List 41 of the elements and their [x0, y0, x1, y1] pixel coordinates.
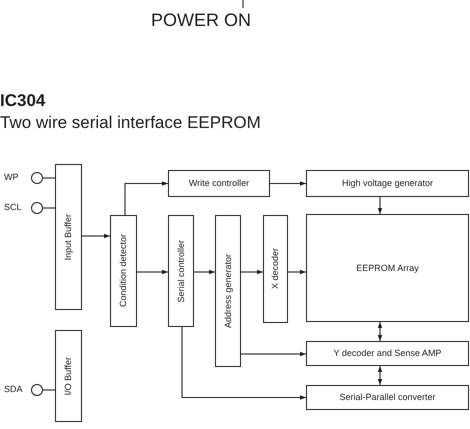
block-label: X decoder	[271, 248, 280, 290]
arrow	[288, 270, 306, 274]
pin-label: SCL	[4, 203, 22, 212]
subtitle: Two wire serial interface EEPROM	[0, 114, 261, 131]
block-label: Serial controller	[176, 240, 186, 302]
block-label: Y decoder and Sense AMP	[334, 349, 442, 358]
block-label: Address generator	[224, 254, 232, 328]
arrow	[136, 270, 168, 274]
arrow	[378, 322, 382, 342]
diagram-title: IC304	[0, 92, 46, 109]
arrow	[378, 366, 382, 386]
block-label: High voltage generator	[342, 179, 434, 188]
block-box	[55, 164, 82, 310]
signal-label: POWER ON	[150, 11, 251, 29]
block-box	[263, 215, 288, 323]
block-box	[110, 215, 137, 327]
block-box	[306, 385, 469, 410]
pin-label: WP	[4, 173, 18, 182]
connector-line	[242, 0, 244, 8]
block-label: Input Buffer	[64, 214, 73, 260]
arrow	[240, 270, 264, 274]
arrow	[270, 181, 306, 186]
arrow	[82, 234, 110, 238]
block-box	[168, 170, 270, 197]
block-label: Condition detector	[119, 234, 128, 308]
block-label: EEPROM Array	[356, 264, 419, 272]
block-label: I/O Buffer	[64, 356, 73, 396]
block-label: Serial-Parallel converter	[339, 393, 436, 402]
arrow	[194, 270, 216, 274]
arrow	[378, 196, 382, 214]
block-label: Write controller	[188, 179, 250, 188]
block-box	[55, 330, 82, 422]
block-box	[306, 214, 469, 322]
block-box	[306, 341, 469, 366]
block-box	[306, 170, 469, 197]
arrow	[240, 352, 306, 356]
pin-label: SDA	[4, 385, 23, 394]
arrow	[182, 326, 306, 400]
block-box	[168, 215, 194, 327]
arrow	[124, 181, 168, 216]
block-box	[215, 215, 241, 367]
